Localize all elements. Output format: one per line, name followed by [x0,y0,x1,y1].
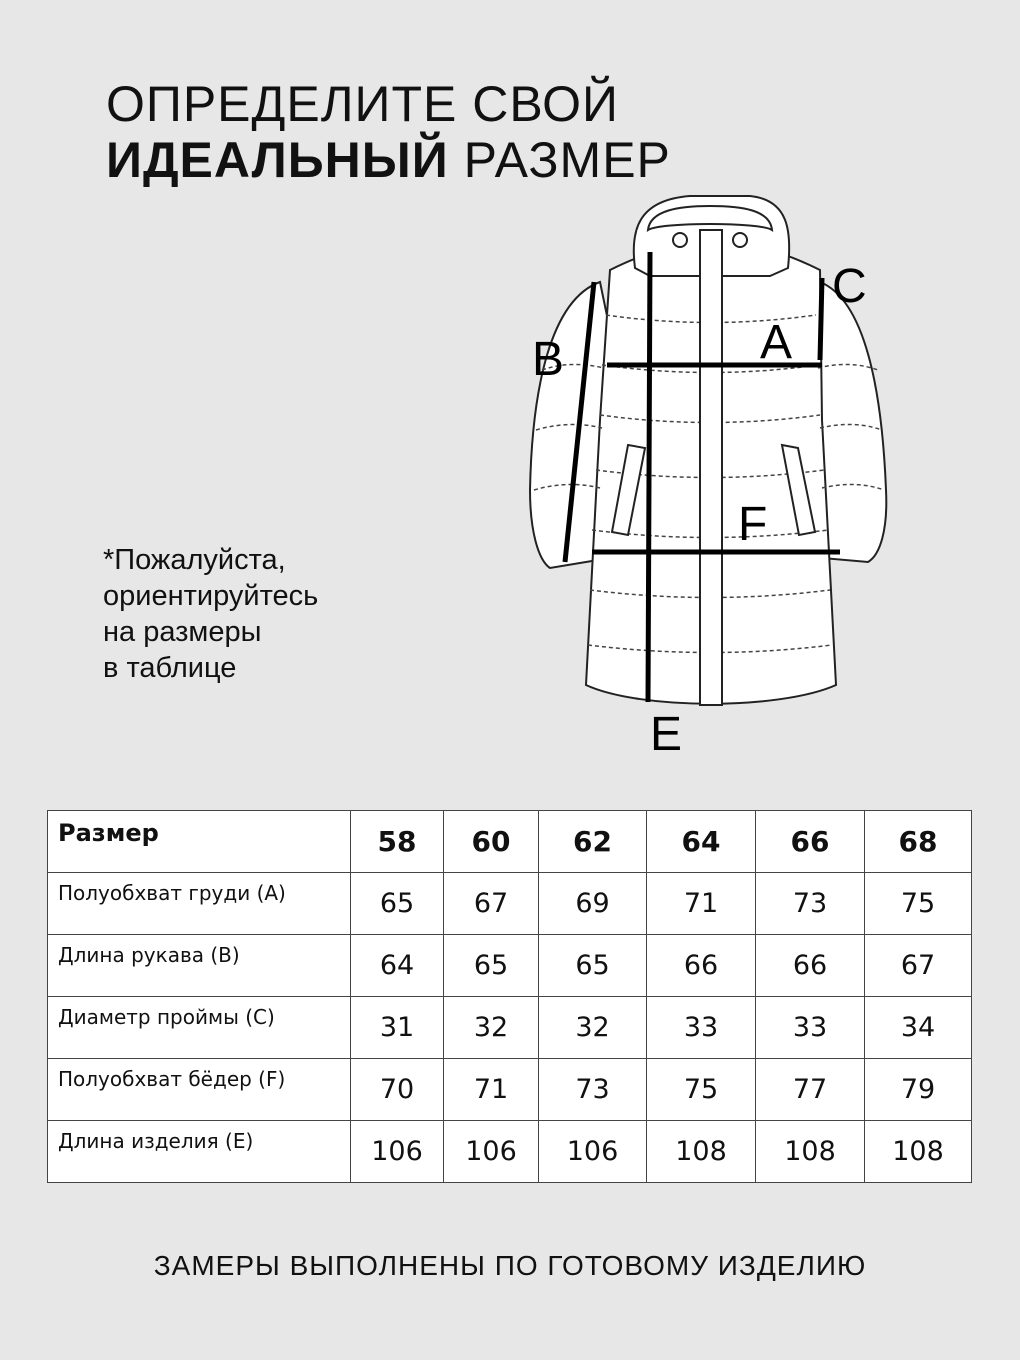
measure-line-e [645,251,653,703]
size-header-cell: 66 [755,810,865,873]
title-rest-word: РАЗМЕР [463,132,671,188]
table-cell: 66 [646,934,756,997]
table-header-row: Размер 58 60 62 64 66 68 [47,810,972,873]
table-cell: 108 [646,1120,756,1183]
page-title: ОПРЕДЕЛИТЕ СВОЙ ИДЕАЛЬНЫЙ РАЗМЕР [106,76,671,188]
table-cell: 108 [864,1120,972,1183]
table-cell: 106 [350,1120,444,1183]
measure-label-e: E [650,708,682,761]
title-line-1: ОПРЕДЕЛИТЕ СВОЙ [106,76,619,132]
size-header-cell: 58 [350,810,444,873]
table-cell: 71 [646,872,756,935]
zipper-placket [699,229,723,706]
table-cell: 71 [443,1058,539,1121]
table-cell: 79 [864,1058,972,1121]
table-cell: 69 [538,872,647,935]
row-label: Длина рукава (В) [47,934,351,997]
table-row: Полуобхват груди (А) 65 67 69 71 73 75 [47,872,972,935]
table-cell: 66 [755,934,865,997]
table-cell: 65 [350,872,444,935]
table-cell: 70 [350,1058,444,1121]
table-cell: 65 [443,934,539,997]
table-cell: 64 [350,934,444,997]
hood-inner [646,204,774,232]
table-row: Длина рукава (В) 64 65 65 66 66 67 [47,934,972,997]
note-line: на размеры [103,616,262,648]
table-cell: 67 [443,872,539,935]
note-line: ориентируйтесь [103,580,319,612]
title-line-2: ИДЕАЛЬНЫЙ РАЗМЕР [106,132,671,188]
jacket-measurement-diagram: A B C E F [528,195,888,761]
row-label: Диаметр проймы (С) [47,996,351,1059]
table-cell: 32 [443,996,539,1059]
table-cell: 34 [864,996,972,1059]
table-cell: 32 [538,996,647,1059]
table-cell: 75 [864,872,972,935]
table-cell: 33 [755,996,865,1059]
measure-line-c [817,277,825,361]
table-row: Диаметр проймы (С) 31 32 32 33 33 34 [47,996,972,1059]
table-row: Полуобхват бёдер (F) 70 71 73 75 77 79 [47,1058,972,1121]
size-header-cell: 62 [538,810,647,873]
title-bold-word: ИДЕАЛЬНЫЙ [106,132,449,188]
measure-label-c: C [832,260,867,313]
measure-label-f: F [738,498,767,551]
size-note: *Пожалуйста, ориентируйтесь на размеры в… [103,542,403,686]
size-header-label: Размер [47,810,351,873]
table-row: Длина изделия (Е) 106 106 106 108 108 10… [47,1120,972,1183]
table-cell: 73 [755,872,865,935]
table-cell: 73 [538,1058,647,1121]
size-header-cell: 60 [443,810,539,873]
table-cell: 33 [646,996,756,1059]
table-cell: 108 [755,1120,865,1183]
table-cell: 75 [646,1058,756,1121]
measure-label-a: A [760,316,792,369]
row-label: Полуобхват бёдер (F) [47,1058,351,1121]
table-cell: 67 [864,934,972,997]
table-cell: 106 [443,1120,539,1183]
measure-label-b: B [532,333,564,386]
row-label: Длина изделия (Е) [47,1120,351,1183]
size-header-cell: 64 [646,810,756,873]
right-pocket [780,443,817,537]
note-line: *Пожалуйста, [103,544,286,576]
measure-line-b [562,281,597,563]
size-header-cell: 68 [864,810,972,873]
footer-note: ЗАМЕРЫ ВЫПОЛНЕНЫ ПО ГОТОВОМУ ИЗДЕЛИЮ [153,1250,867,1281]
note-line: в таблице [103,652,237,684]
table-cell: 106 [538,1120,647,1183]
table-cell: 31 [350,996,444,1059]
table-cell: 65 [538,934,647,997]
left-pocket [610,443,647,537]
size-table: Размер 58 60 62 64 66 68 Полуобхват груд… [47,810,972,1183]
right-sleeve [810,280,888,564]
table-cell: 77 [755,1058,865,1121]
row-label: Полуобхват груди (А) [47,872,351,935]
